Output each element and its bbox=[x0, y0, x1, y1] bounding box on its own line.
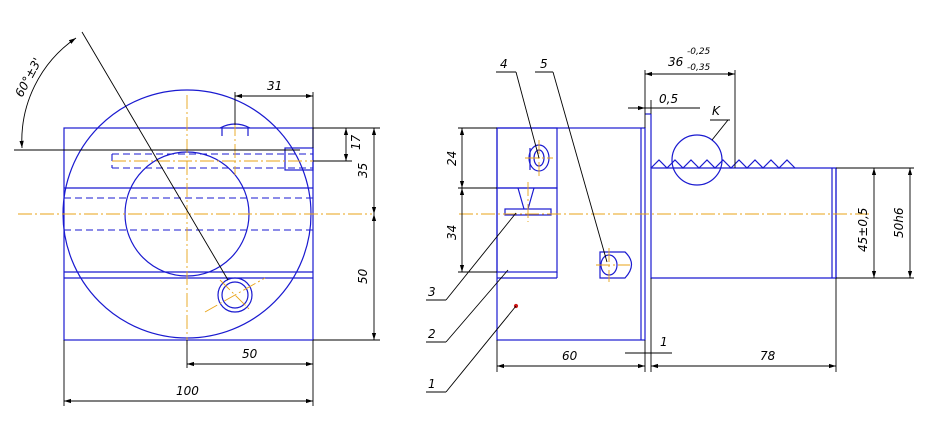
callout-1-label: 1 bbox=[428, 377, 436, 391]
front-axis-hole bbox=[204, 277, 266, 313]
dim-50h6-label: 50h6 bbox=[892, 207, 906, 238]
dim-17-label: 17 bbox=[349, 134, 363, 150]
callout-5-label: 5 bbox=[540, 57, 548, 71]
callout-3-leader bbox=[445, 212, 517, 301]
front-view: 60°±3' 31 17 35 50 50 100 bbox=[12, 31, 380, 406]
callout-2-label: 2 bbox=[428, 327, 436, 341]
side-body-outline bbox=[496, 127, 646, 341]
part-3-cone bbox=[517, 187, 535, 210]
front-small-hole-inner bbox=[221, 281, 249, 309]
dim-1a-label: 1 bbox=[660, 335, 668, 349]
shaft-outline bbox=[650, 167, 837, 279]
dim-31-label: 31 bbox=[267, 79, 282, 93]
front-body-outline bbox=[63, 127, 314, 341]
dim-36-lower: -0,35 bbox=[687, 63, 711, 73]
thread-zigzag bbox=[650, 159, 796, 169]
callout-2-leader bbox=[445, 269, 509, 343]
part-5-pin bbox=[599, 251, 633, 279]
dim-35-label: 35 bbox=[356, 163, 370, 178]
dim-60-label: 60 bbox=[562, 349, 578, 363]
dim-50h-label: 50 bbox=[242, 347, 258, 361]
callout-5-leader bbox=[552, 71, 608, 263]
dim-78-label: 78 bbox=[760, 349, 776, 363]
detail-k-label: K bbox=[712, 104, 721, 118]
side-lower-block bbox=[496, 187, 558, 273]
callout-4-leader bbox=[515, 71, 540, 159]
detail-k-leader bbox=[711, 119, 729, 141]
dim-24-label: 24 bbox=[445, 151, 459, 166]
dim-45-label: 45±0,5 bbox=[856, 208, 870, 252]
callout-3-label: 3 bbox=[428, 285, 436, 299]
angle-line-diagonal bbox=[81, 31, 229, 281]
side-view: K 24 34 4 5 3 2 1 bbox=[426, 47, 914, 393]
dim-05-label: 0,5 bbox=[659, 92, 678, 106]
dim-36-base: 36 bbox=[668, 55, 684, 69]
callout-4-label: 4 bbox=[500, 57, 508, 71]
dim-36-upper: -0,25 bbox=[687, 47, 711, 57]
front-axis-hole-2 bbox=[219, 279, 251, 311]
front-right-slot bbox=[284, 147, 314, 171]
dim-50v-label: 50 bbox=[356, 268, 370, 284]
callout-1-leader bbox=[445, 305, 517, 393]
detail-k-circle bbox=[671, 134, 723, 186]
dim-100-label: 100 bbox=[176, 384, 199, 398]
angle-arc bbox=[19, 37, 77, 149]
dim-34-label: 34 bbox=[445, 225, 459, 240]
